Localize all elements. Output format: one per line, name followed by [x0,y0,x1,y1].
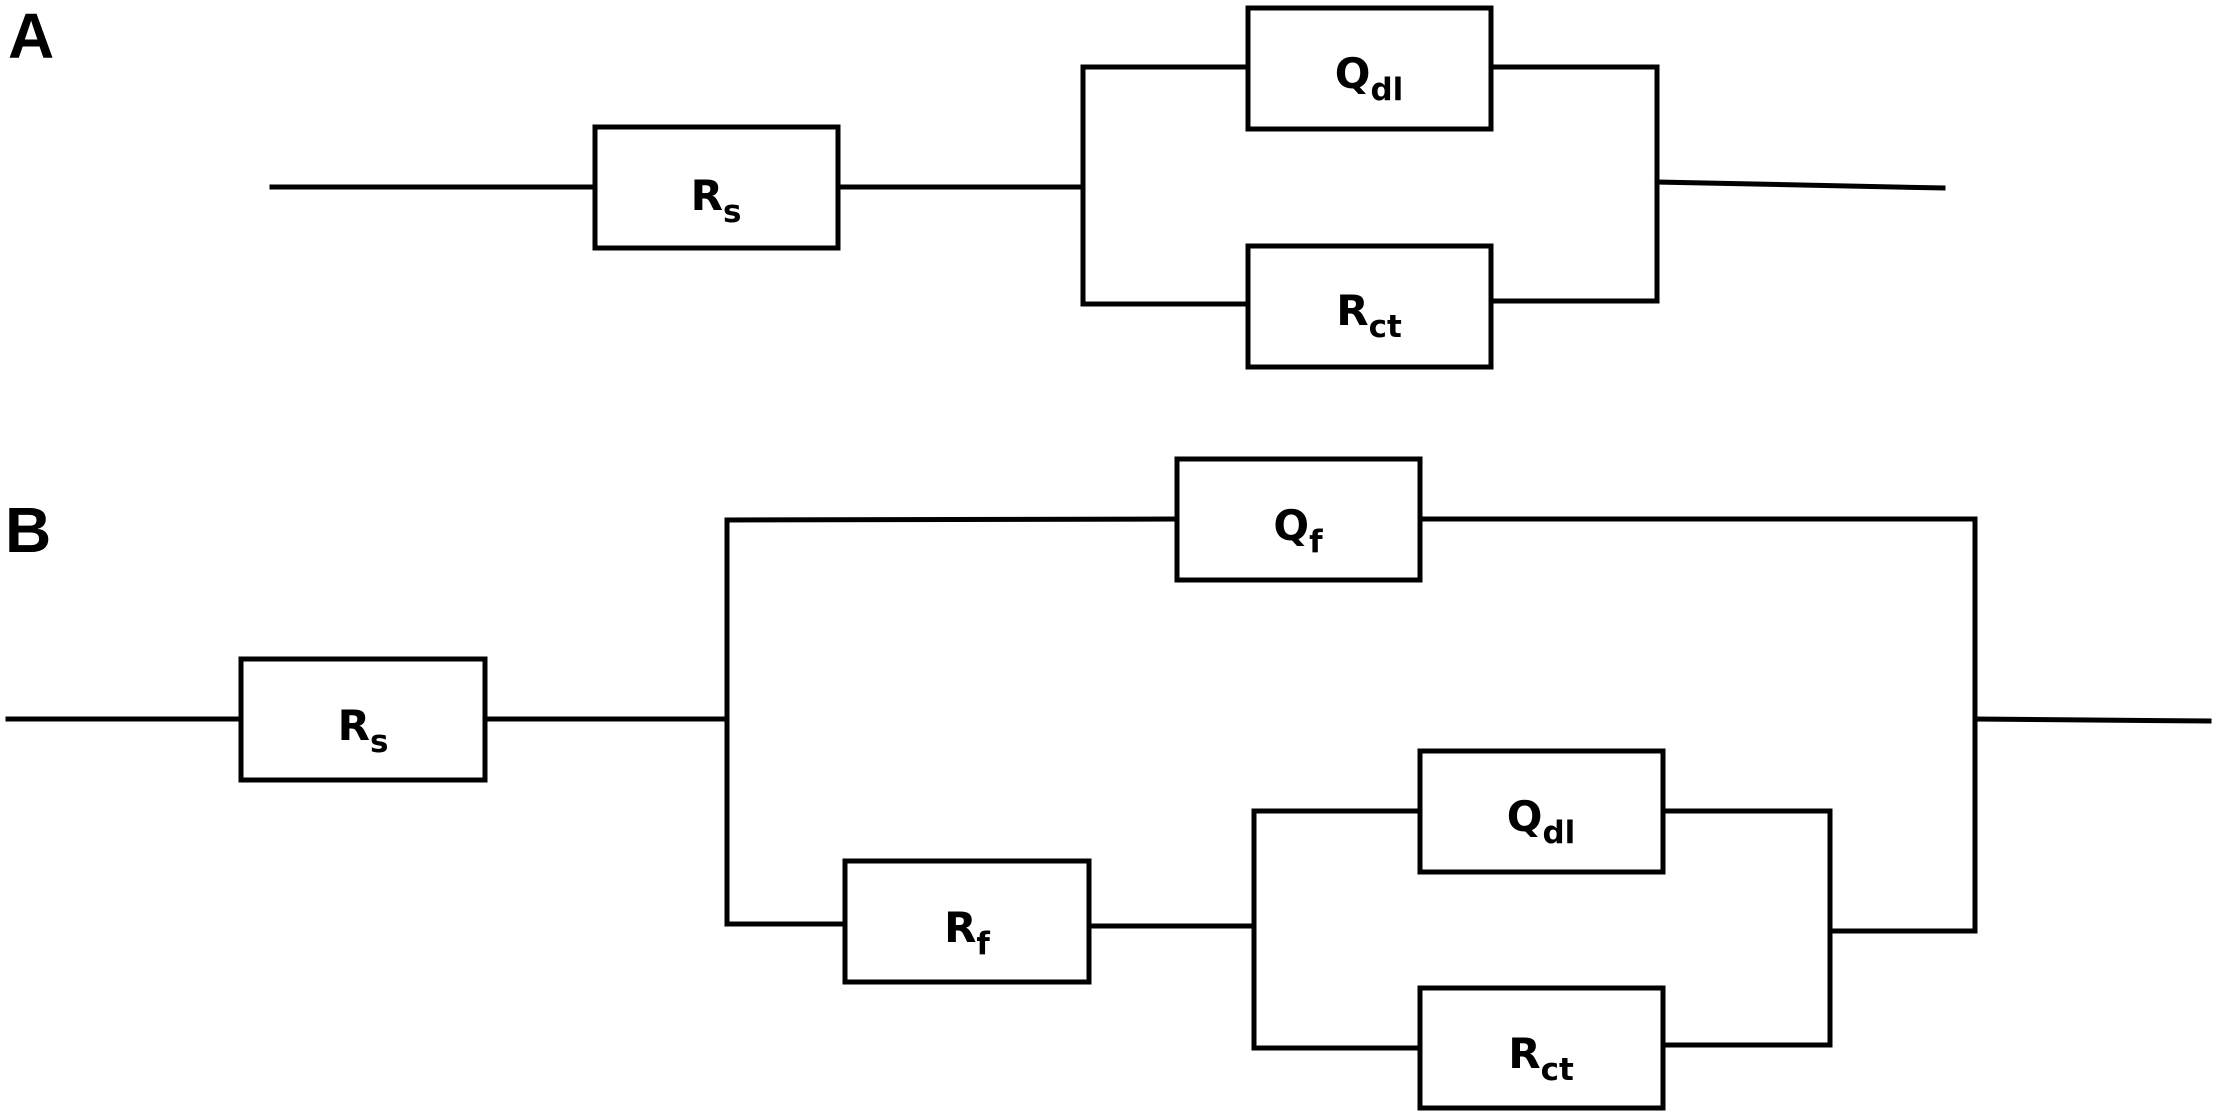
label-b-rs: Rs [338,701,389,760]
wire-b-output [1972,716,2212,724]
panel-b: B Rs Qf Rf [5,456,2212,1111]
panel-b-label: B [5,494,51,566]
label-a-qdl: Qdl [1335,49,1404,108]
resistor-a-rs: Rs [592,124,841,251]
cpe-b-qdl: Qdl [1417,748,1666,875]
label-b-qf: Qf [1273,501,1323,560]
label-b-qdl: Qdl [1507,792,1576,851]
wire-a-output [1654,179,1946,191]
label-b-rf: Rf [944,903,990,962]
panel-a-label: A [8,0,54,72]
resistor-a-rct: Rct [1245,243,1494,370]
cpe-a-qdl: Qdl [1245,5,1494,132]
resistor-b-rf: Rf [842,858,1092,985]
cpe-b-qf: Qf [1174,456,1423,583]
label-a-rs: Rs [691,171,742,230]
panel-a: A Rs Qdl Rct [8,0,1946,370]
wire-b-top-left [724,516,1180,523]
label-b-rct: Rct [1508,1029,1574,1088]
label-a-rct: Rct [1336,286,1402,345]
resistor-b-rs: Rs [238,656,488,783]
resistor-b-rct: Rct [1417,985,1666,1111]
